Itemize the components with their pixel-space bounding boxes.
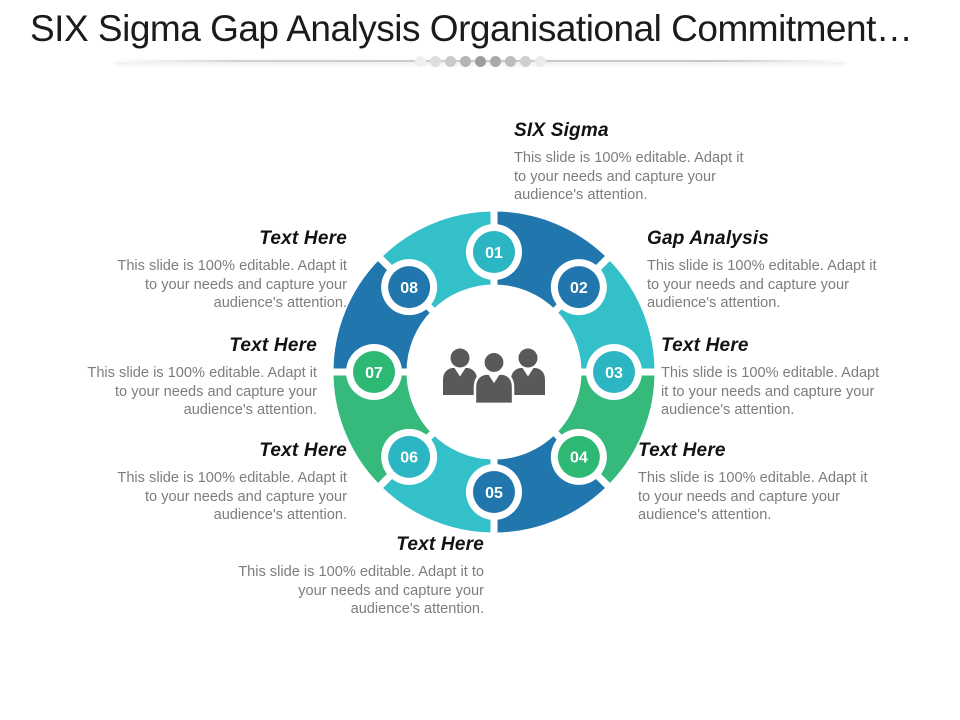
divider-dot-1	[414, 56, 426, 67]
node-label-05: 05	[485, 485, 503, 502]
team-people-icon	[443, 348, 545, 406]
divider-dot-2	[429, 56, 441, 67]
block-body: This slide is 100% editable. Adapt it to…	[238, 564, 484, 617]
divider-dot-7	[504, 56, 516, 67]
block-heading: Text Here	[396, 534, 484, 555]
block-body: This slide is 100% editable. Adapt it to…	[117, 470, 347, 523]
divider-dot-4	[459, 56, 471, 67]
block-heading: Gap Analysis	[647, 228, 770, 249]
node-label-04: 04	[570, 450, 588, 467]
block-heading: Text Here	[661, 335, 749, 356]
divider-dot-8	[519, 56, 531, 67]
node-label-02: 02	[570, 280, 588, 297]
divider-dot-6	[489, 56, 501, 67]
block-heading: Text Here	[229, 335, 317, 356]
block-body: This slide is 100% editable. Adapt it to…	[514, 150, 744, 203]
text-block-bottom: Text Here This slide is 100% editable. A…	[230, 534, 484, 619]
block-body: This slide is 100% editable. Adapt it to…	[661, 365, 880, 418]
block-body: This slide is 100% editable. Adapt it to…	[87, 365, 317, 418]
divider-dots	[0, 56, 960, 67]
node-05: 05	[466, 464, 522, 520]
text-block-right-middle: Text Here This slide is 100% editable. A…	[661, 335, 885, 420]
divider-dot-3	[444, 56, 456, 67]
text-block-gap-analysis: Gap Analysis This slide is 100% editable…	[647, 228, 884, 313]
text-block-lower-right: Text Here This slide is 100% editable. A…	[638, 440, 878, 525]
block-body: This slide is 100% editable. Adapt it to…	[647, 258, 877, 311]
block-heading: Text Here	[259, 228, 347, 249]
block-heading: Text Here	[638, 440, 726, 461]
node-label-01: 01	[485, 245, 503, 262]
text-block-upper-left: Text Here This slide is 100% editable. A…	[110, 228, 347, 313]
process-wheel-diagram: 01 02 03 04 05 06 07 08	[326, 204, 662, 540]
node-label-07: 07	[365, 365, 383, 382]
node-08: 08	[381, 259, 438, 316]
block-heading: Text Here	[259, 440, 347, 461]
block-heading: SIX Sigma	[514, 120, 609, 141]
node-label-08: 08	[400, 280, 418, 297]
block-body: This slide is 100% editable. Adapt it to…	[638, 470, 868, 523]
node-02: 02	[550, 259, 607, 316]
text-block-six-sigma: SIX Sigma This slide is 100% editable. A…	[514, 120, 747, 205]
node-07: 07	[346, 344, 402, 400]
node-03: 03	[586, 344, 642, 400]
node-06: 06	[381, 428, 438, 485]
text-block-left-middle: Text Here This slide is 100% editable. A…	[80, 335, 317, 420]
divider-dot-9	[534, 56, 546, 67]
slide-title: SIX Sigma Gap Analysis Organisational Co…	[30, 8, 913, 49]
node-label-03: 03	[605, 365, 623, 382]
node-label-06: 06	[400, 450, 418, 467]
node-04: 04	[550, 428, 607, 485]
block-body: This slide is 100% editable. Adapt it to…	[117, 258, 347, 311]
divider-dot-5	[474, 56, 486, 67]
text-block-lower-left: Text Here This slide is 100% editable. A…	[110, 440, 347, 525]
node-01: 01	[466, 224, 522, 280]
